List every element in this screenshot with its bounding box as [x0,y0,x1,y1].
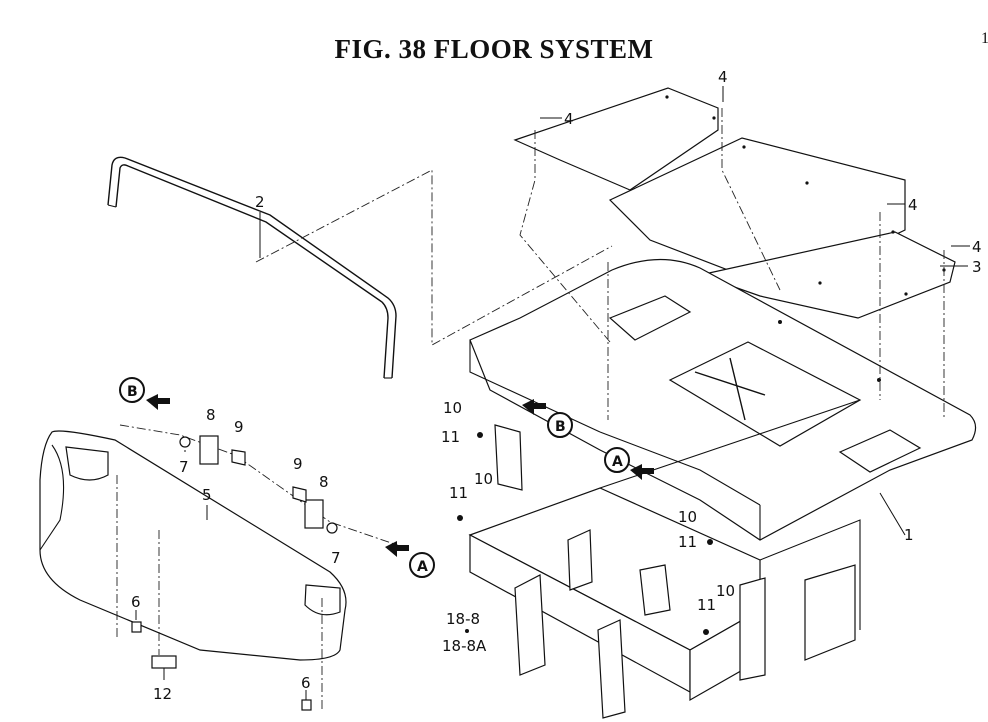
callout-8: 8 [206,406,216,424]
tractor-frame [468,399,861,719]
reference-mark-a-label: A [612,454,623,470]
callout-10: 10 [716,582,735,600]
callout-6: 6 [301,674,311,692]
mat-fastener-leaders [519,108,945,420]
callout-10: 10 [474,470,493,488]
callout-9: 9 [293,455,303,473]
callout-7: 7 [331,549,341,567]
callout-18-8: 18-8 [446,610,480,628]
callout-2: 2 [255,193,265,211]
callout-11: 11 [697,596,716,614]
small-parts [131,432,713,711]
callout-1: 1 [904,526,914,544]
callout-10: 10 [678,508,697,526]
callout-18-8a: 18-8A [442,637,487,655]
callout-4: 4 [972,238,982,256]
floor-pan-part-1 [469,258,977,541]
direction-arrows [146,394,654,557]
page-number: 1 [981,30,988,47]
callout-11: 11 [449,484,468,502]
callout-4: 4 [564,110,574,128]
callout-10: 10 [443,399,462,417]
callout-4: 4 [718,68,728,86]
callout-11: 11 [441,428,460,446]
arrow-icon [385,541,409,557]
reference-mark-a [604,447,630,473]
callout-11: 11 [678,533,697,551]
callout-9: 9 [234,418,244,436]
reference-mark-a-label: A [417,559,428,575]
arrow-icon [630,464,654,480]
guard-rail-part-2 [107,156,613,379]
callout-6: 6 [131,593,141,611]
reference-mark-b-label: B [555,419,566,435]
figure-title: FIG. 38 FLOOR SYSTEM [334,34,654,64]
reference-mark-b [119,377,145,403]
front-cover-part-5 [39,424,401,712]
arrow-icon [146,394,170,410]
callout-3: 3 [972,258,982,276]
callout-12: 12 [153,685,172,703]
callout-leaders [135,86,970,700]
callout-5: 5 [202,486,212,504]
callout-7: 7 [179,458,189,476]
reference-mark-a [409,552,435,578]
arrow-icon [522,399,546,415]
reference-mark-b-label: B [127,384,138,400]
callout-8: 8 [319,473,329,491]
callout-4: 4 [908,196,918,214]
floor-mat-part-3 [513,87,956,319]
reference-mark-b [547,412,573,438]
